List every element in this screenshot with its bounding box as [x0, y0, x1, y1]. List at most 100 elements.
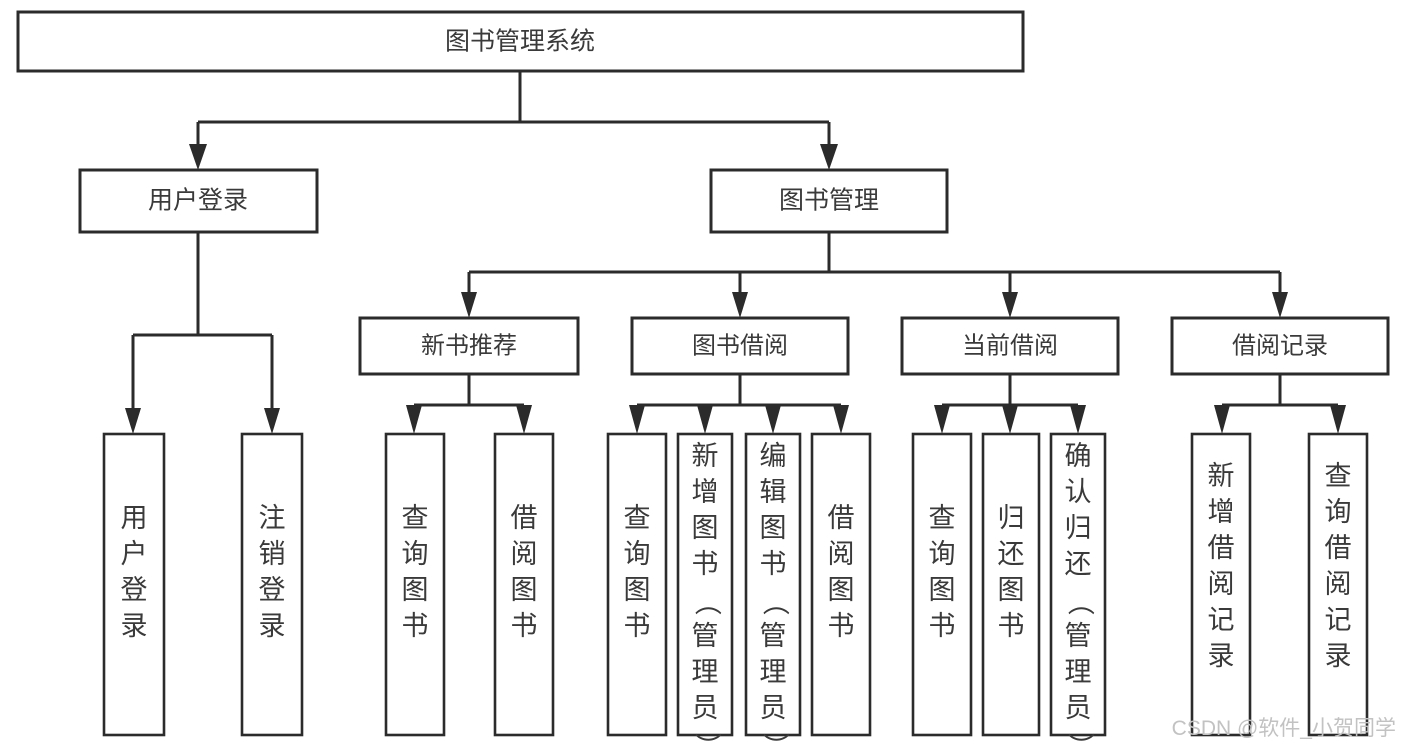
node-leaf-user-login-label: 用户登录 [121, 503, 148, 641]
svg-text:借: 借 [1208, 533, 1235, 563]
svg-text:图: 图 [692, 513, 719, 543]
svg-text:新: 新 [692, 441, 719, 471]
svg-text:询: 询 [1325, 497, 1352, 527]
arrow-head-leaf-user-login [125, 408, 141, 434]
node-book-borrow[interactable]: 图书借阅 [630, 316, 850, 376]
node-current-borrow-box[interactable] [900, 316, 1120, 376]
svg-text:录: 录 [1325, 641, 1352, 671]
svg-text:）: ） [1065, 733, 1095, 747]
node-leaf-edit-book-box[interactable] [744, 432, 802, 737]
svg-text:归: 归 [1065, 513, 1092, 543]
arrow-head-leaf-add-book [697, 405, 713, 434]
svg-text:阅: 阅 [828, 539, 855, 569]
node-leaf-return-book-box[interactable] [981, 432, 1041, 737]
node-leaf-query-book-2-box[interactable] [606, 432, 668, 737]
svg-text:记: 记 [1325, 605, 1352, 635]
svg-text:图: 图 [929, 575, 956, 605]
arrow-head-leaf-logout-login [264, 408, 280, 434]
svg-text:认: 认 [1065, 477, 1092, 507]
svg-text:书: 书 [624, 611, 651, 641]
node-borrow-record-label: 借阅记录 [1232, 332, 1328, 359]
svg-text:理: 理 [692, 657, 719, 687]
node-leaf-query-record-box[interactable] [1307, 432, 1369, 737]
arrow-head-leaf-confirm-return [1070, 405, 1086, 434]
node-current-borrow-label: 当前借阅 [962, 332, 1058, 359]
arrow-head-leaf-query-record [1330, 405, 1346, 434]
svg-text:增: 增 [692, 477, 719, 507]
node-current-borrow[interactable]: 当前借阅 [900, 316, 1120, 376]
node-leaf-user-login[interactable]: 用户登录 [102, 432, 166, 737]
node-book-management-box[interactable] [709, 168, 949, 234]
arrow-head-leaf-borrow-book-2 [833, 405, 849, 434]
svg-text:借: 借 [828, 503, 855, 533]
arrow-head-book-borrow [732, 292, 748, 318]
svg-text:确: 确 [1065, 441, 1092, 471]
node-new-book-recommend-box[interactable] [358, 316, 580, 376]
node-user-login-label: 用户登录 [148, 187, 248, 215]
node-leaf-add-book-box[interactable] [676, 432, 734, 737]
node-leaf-query-book-3-box[interactable] [911, 432, 973, 737]
svg-text:编: 编 [760, 441, 787, 471]
svg-text:记: 记 [1208, 605, 1235, 635]
arrow-head-leaf-borrow-book-1 [516, 405, 532, 434]
node-user-login[interactable]: 用户登录 [78, 168, 319, 234]
node-leaf-borrow-book-2-box[interactable] [810, 432, 872, 737]
svg-text:书: 书 [402, 611, 429, 641]
svg-text:用: 用 [121, 503, 148, 533]
node-borrow-record[interactable]: 借阅记录 [1170, 316, 1390, 376]
svg-text:询: 询 [402, 539, 429, 569]
node-leaf-add-record-box[interactable] [1190, 432, 1252, 737]
node-new-book-recommend[interactable]: 新书推荐 [358, 316, 580, 376]
arrow-head-new-book-recommend [461, 292, 477, 318]
svg-text:图: 图 [828, 575, 855, 605]
svg-text:询: 询 [929, 539, 956, 569]
node-book-borrow-box[interactable] [630, 316, 850, 376]
svg-text:图: 图 [511, 575, 538, 605]
svg-text:）: ） [760, 733, 790, 747]
node-root[interactable]: 图书管理系统 [16, 10, 1025, 73]
svg-text:查: 查 [402, 503, 429, 533]
node-leaf-query-book-1-box[interactable] [384, 432, 446, 737]
svg-text:书: 书 [828, 611, 855, 641]
svg-text:管: 管 [760, 621, 787, 651]
node-user-login-box[interactable] [78, 168, 319, 234]
arrow-head-user-login [189, 144, 207, 170]
node-leaf-logout-login-box[interactable] [240, 432, 304, 737]
arrow-head-leaf-add-record [1214, 405, 1230, 434]
csdn-watermark: CSDN @软件_小贺同学 [1172, 717, 1396, 740]
node-leaf-confirm-return-box[interactable] [1049, 432, 1107, 737]
svg-text:借: 借 [511, 503, 538, 533]
svg-text:查: 查 [929, 503, 956, 533]
svg-text:录: 录 [121, 611, 148, 641]
node-root-box[interactable] [16, 10, 1025, 73]
svg-text:录: 录 [1208, 641, 1235, 671]
svg-text:户: 户 [121, 539, 148, 569]
node-leaf-borrow-book-1-box[interactable] [493, 432, 555, 737]
node-book-management[interactable]: 图书管理 [709, 168, 949, 234]
node-root-label: 图书管理系统 [445, 28, 595, 56]
node-leaf-user-login-box[interactable] [102, 432, 166, 737]
svg-text:注: 注 [259, 503, 286, 533]
node-borrow-record-box[interactable] [1170, 316, 1390, 376]
